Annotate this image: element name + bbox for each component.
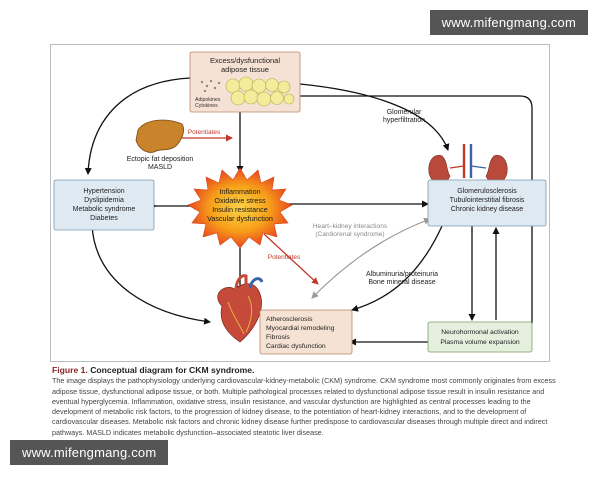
burst-item: Vascular dysfunction bbox=[207, 214, 273, 223]
liver-label-1: Ectopic fat deposition bbox=[127, 156, 194, 163]
heart-kidney-label-1: Heart–kidney interactions bbox=[313, 223, 388, 230]
cardiac-item: Atherosclerosis bbox=[266, 316, 313, 323]
metabolic-item: Metabolic syndrome bbox=[73, 206, 136, 213]
arrow-metabolic-to-heart bbox=[91, 225, 211, 325]
adipokine-dots-icon bbox=[200, 79, 221, 93]
metabolic-box bbox=[53, 179, 155, 231]
cardiac-box bbox=[259, 309, 353, 355]
arrow-adipose-to-kidney bbox=[299, 83, 450, 151]
caption-title: Conceptual diagram for CKM syndrome. bbox=[90, 365, 255, 375]
cardiac-item: Myocardial remodeling bbox=[266, 325, 335, 332]
arrow-potentiates-lower bbox=[263, 233, 319, 285]
heart-icon bbox=[217, 274, 264, 343]
potentiates-upper-label: Potentiates bbox=[188, 129, 221, 136]
heart-kidney-label-2: (Cardiorenal syndrome) bbox=[315, 231, 384, 238]
neuro-item: Neurohormonal activation bbox=[441, 329, 519, 336]
figure-label: Figure 1. bbox=[52, 365, 88, 375]
burst-item: Oxidative stress bbox=[214, 196, 266, 205]
kidney-item: Glomerulosclerosis bbox=[457, 188, 517, 195]
glomerular-label-2: hyperfiltration bbox=[383, 117, 425, 124]
caption-title-line: Figure 1. Conceptual diagram for CKM syn… bbox=[52, 365, 557, 375]
cytokines-label: Cytokines bbox=[195, 103, 218, 109]
caption-body: The image displays the pathophysiology u… bbox=[52, 376, 556, 437]
metabolic-item: Hypertension bbox=[83, 188, 124, 195]
potentiates-lower-label: Potentiates bbox=[268, 254, 301, 261]
kidney-box bbox=[427, 179, 547, 227]
adipose-title-2: adipose tissue bbox=[221, 65, 269, 74]
fat-cells-icon bbox=[225, 76, 295, 107]
watermark-top: www.mifengmang.com bbox=[429, 10, 588, 35]
arrow-heart-kidney-interaction bbox=[311, 217, 431, 299]
metabolic-item: Diabetes bbox=[90, 215, 118, 222]
cardiac-item: Fibrosis bbox=[266, 334, 290, 341]
kidneys-icon bbox=[428, 144, 508, 195]
neuro-box bbox=[427, 321, 533, 353]
watermark-bottom: www.mifengmang.com bbox=[10, 440, 169, 465]
burst-item: Insulin resistance bbox=[212, 205, 268, 214]
kidney-item: Chronic kidney disease bbox=[451, 206, 523, 213]
liver-icon bbox=[135, 119, 184, 153]
adipokines-label: Adipokines bbox=[195, 97, 221, 103]
figure-caption: Figure 1. Conceptual diagram for CKM syn… bbox=[52, 365, 557, 438]
albuminuria-label-2: Bone mineral disease bbox=[368, 279, 435, 286]
liver-label-2: MASLD bbox=[148, 164, 172, 171]
arrow-adipose-to-metabolic bbox=[84, 77, 191, 175]
kidney-item: Tubulointerstitial fibrosis bbox=[450, 197, 525, 204]
cardiac-item: Cardiac dysfunction bbox=[266, 343, 326, 350]
albuminuria-label-1: Albuminuria/proteinuria bbox=[366, 271, 438, 278]
inflammation-burst bbox=[187, 167, 293, 249]
glomerular-label-1: Glomerular bbox=[387, 109, 422, 116]
ckm-diagram: Excess/dysfunctional adipose tissue Adip… bbox=[50, 44, 550, 362]
adipose-title-1: Excess/dysfunctional bbox=[210, 56, 280, 65]
burst-item: Inflammation bbox=[219, 187, 260, 196]
neuro-item: Plasma volume expansion bbox=[440, 339, 520, 346]
metabolic-item: Dyslipidemia bbox=[84, 197, 124, 204]
